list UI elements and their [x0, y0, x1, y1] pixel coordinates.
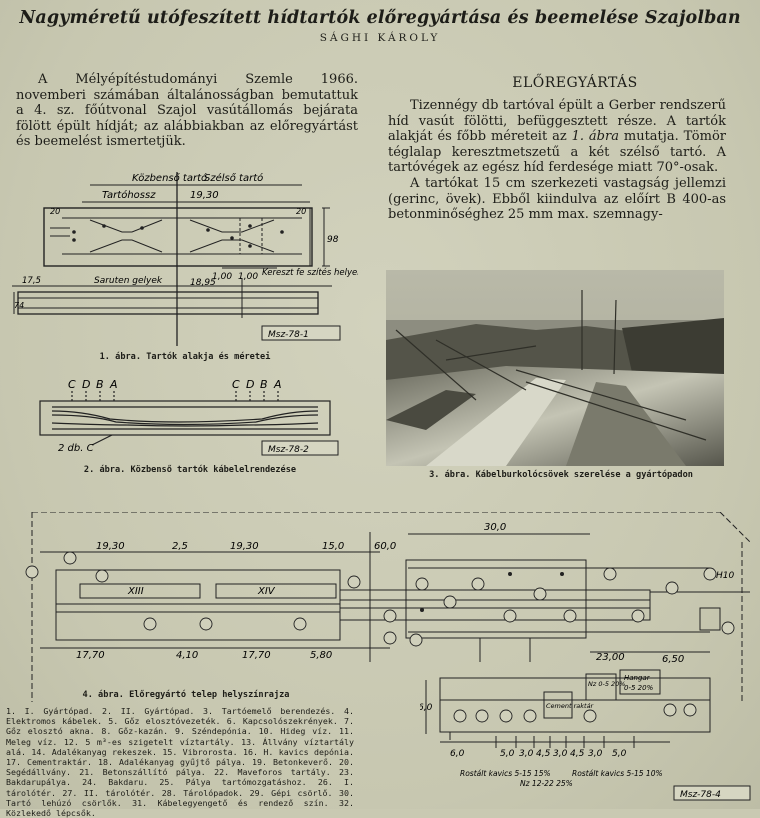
- cable-letter-d2: D: [246, 378, 254, 391]
- hangar-box: Hangar: [624, 674, 651, 682]
- dim-74: 74: [14, 301, 24, 310]
- label-cross-tension: Kereszt fe szítés helyei: [262, 267, 358, 278]
- label-bearing-axis: Saruten gelyek: [94, 276, 163, 286]
- dim-98: 98: [327, 235, 339, 245]
- dim-175: 17,5: [22, 276, 41, 286]
- figure-2-ref: Msz-78-2: [268, 445, 309, 455]
- dim-20a: 20: [50, 207, 60, 216]
- figure-4-legend: 1. I. Gyártópad. 2. II. Gyártópad. 3. Ta…: [6, 706, 354, 818]
- detail-dim-7: 5,0: [612, 749, 627, 759]
- figure-3-caption: 3. ábra. Kábelburkolócsövek szerelése a …: [429, 470, 693, 480]
- site-dim-mid-0: 17,70: [76, 650, 105, 661]
- figure-reference: 1. ábra: [571, 129, 619, 145]
- nz-box: Nz 0-5 20%: [588, 680, 625, 688]
- site-dim-mid-3: 5,80: [310, 650, 332, 661]
- bin-2-label: Nz 12-22 25%: [520, 779, 573, 788]
- site-label-xiii: XIII: [127, 586, 144, 597]
- article-title: Nagyméretű utófeszített hídtartók előreg…: [19, 8, 741, 28]
- dim-20b: 20: [296, 207, 306, 216]
- cable-letter-d1: D: [82, 378, 90, 391]
- figure-1-ref: Msz-78-1: [268, 330, 309, 340]
- para-1: Tizennégy db tartóval épült a Gerber ren…: [388, 98, 726, 176]
- figure-2-caption: 2. ábra. Közbenső tartók kábelelrendezés…: [83, 465, 297, 475]
- site-dim-top-4: 60,0: [374, 541, 396, 552]
- site-dim-top-3: 15,0: [322, 541, 344, 552]
- cable-letter-a2: A: [273, 378, 282, 391]
- site-dim-mid-1: 4,10: [176, 650, 198, 661]
- cable-letter-c1: C: [68, 378, 76, 391]
- section-title: ELŐREGYÁRTÁS: [512, 75, 638, 91]
- figure-1-caption: 1. ábra. Tartók alakja és méretei: [99, 352, 271, 362]
- figure-4-ref: Msz-78-4: [680, 790, 721, 800]
- right-column-text: Tizennégy db tartóval épült a Gerber ren…: [388, 98, 726, 223]
- cable-letter-b2: B: [260, 378, 268, 391]
- site-label-xiv: XIV: [257, 586, 276, 597]
- detail-dim-2: 3,0: [519, 749, 534, 759]
- site-dim-mid-2: 17,70: [242, 650, 271, 661]
- site-dim-30: 30,0: [484, 522, 506, 533]
- dim-1-00a: 1,00: [212, 272, 232, 282]
- site-dim-top-2: 19,30: [230, 541, 259, 552]
- cable-letter-a1: A: [109, 378, 118, 391]
- cable-letter-c2: C: [232, 378, 240, 391]
- dim-1930: 19,30: [190, 190, 219, 201]
- hangar-box-sub: 0-5 20%: [624, 684, 654, 692]
- detail-dim-60: 6,0: [420, 703, 433, 713]
- detail-dim-0: 6,0: [450, 749, 465, 759]
- article-author: SÁGHI KÁROLY: [319, 32, 441, 44]
- figure-4-caption: 4. ábra. Előregyártó telep helyszínrajza: [82, 690, 290, 700]
- site-dim-mid-5: 6,50: [662, 654, 684, 665]
- detail-dim-1: 5,0: [500, 749, 515, 759]
- detail-dim-6: 3,0: [588, 749, 603, 759]
- detail-dim-3: 4,5: [536, 749, 551, 759]
- detail-dim-5: 4,5: [570, 749, 585, 759]
- cable-letter-b1: B: [96, 378, 104, 391]
- figure-1-drawing: Közbenső tartó Szélső tartó Tartóhossz 1…: [12, 172, 358, 346]
- site-label-h10: H10: [716, 571, 734, 581]
- intro-paragraph: A Mélyépítéstudományi Szemle 1966. novem…: [16, 72, 358, 150]
- para-2: A tartókat 15 cm szerkezeti vastagság je…: [388, 175, 726, 223]
- bin-1-label: Rostált kavics 5-15 15%: [460, 769, 551, 778]
- site-dim-top-0: 19,30: [96, 541, 125, 552]
- intro-text: A Mélyépítéstudományi Szemle 1966. novem…: [16, 72, 358, 150]
- label-edge-beam: Szélső tartó: [204, 172, 263, 184]
- label-cable-count: 2 db. C: [58, 443, 94, 454]
- cement-store-box: Cement raktár: [546, 702, 595, 710]
- bin-3-label: Rostált kavics 5-15 10%: [572, 769, 663, 778]
- figure-2-drawing: C D B A C D B A 2 db. C Msz-78-2: [39, 378, 339, 456]
- label-inner-beam: Közbenső tartó: [132, 172, 207, 184]
- figure-4-drawing: 19,30 2,5 19,30 15,0 60,0 30,0 XIII XIV …: [25, 512, 750, 702]
- site-dim-mid-4: 23,00: [596, 652, 625, 663]
- site-dim-top-1: 2,5: [172, 541, 188, 552]
- label-beam-length: Tartóhossz: [102, 189, 156, 201]
- dim-1-00b: 1,00: [238, 272, 258, 282]
- figure-3-photo: [386, 270, 724, 466]
- figure-4-detail: 6,0 Cement raktár Nz 0-5 20% Hangar 0-5 …: [420, 669, 751, 801]
- detail-dim-4: 3,0: [553, 749, 568, 759]
- dim-1895: 18,95: [190, 278, 216, 288]
